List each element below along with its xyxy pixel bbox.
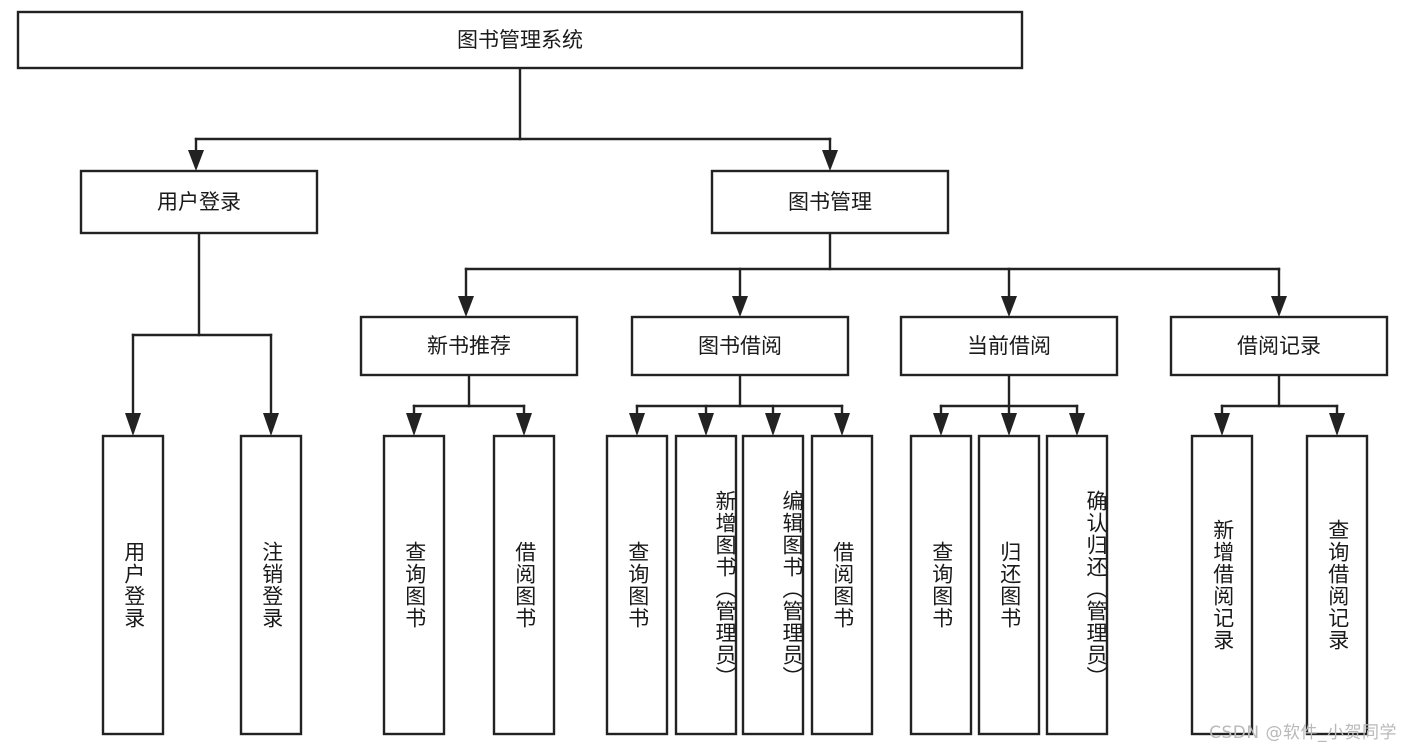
node-leaf-query-book-3[interactable] — [909, 434, 973, 736]
arrow-leaf-add-record — [1214, 413, 1230, 436]
arrow-current-borrow — [1001, 296, 1017, 317]
node-user-login-label: 用户登录 — [157, 190, 241, 214]
node-leaf-add-record[interactable] — [1190, 434, 1254, 736]
node-current-borrow-label: 当前借阅 — [967, 334, 1051, 358]
node-book-manage[interactable] — [710, 169, 950, 235]
node-book-borrow-label: 图书借阅 — [698, 334, 782, 358]
arrow-leaf-query-book-1 — [406, 413, 422, 436]
node-new-book-recommend-label: 新书推荐 — [427, 334, 511, 358]
arrow-leaf-borrow-book-2 — [834, 413, 850, 436]
arrow-book-borrow — [732, 296, 748, 317]
arrow-leaf-add-book — [698, 413, 714, 436]
node-leaf-return-book[interactable] — [977, 434, 1041, 736]
arrow-leaf-confirm-return — [1069, 413, 1085, 436]
arrow-leaf-user-login — [125, 413, 141, 436]
node-new-book-recommend[interactable] — [359, 315, 579, 377]
node-leaf-logout-login[interactable] — [239, 434, 303, 736]
node-layer: 图书管理系统 用户登录 图书管理 新书推荐 图书借阅 当前借阅 借阅记录 — [16, 10, 1389, 736]
node-leaf-borrow-book-1[interactable] — [492, 434, 556, 736]
node-borrow-record[interactable] — [1169, 315, 1389, 377]
arrow-leaf-borrow-book-1 — [516, 413, 532, 436]
node-book-manage-label: 图书管理 — [788, 190, 872, 214]
node-leaf-add-book[interactable] — [674, 434, 738, 736]
node-root[interactable] — [16, 10, 1024, 70]
node-leaf-query-book-1[interactable] — [382, 434, 446, 736]
node-leaf-borrow-book-2[interactable] — [810, 434, 874, 736]
node-leaf-user-login[interactable] — [101, 434, 165, 736]
node-user-login[interactable] — [79, 169, 319, 235]
node-leaf-edit-book[interactable] — [741, 434, 805, 736]
arrow-leaf-query-record — [1329, 413, 1345, 436]
connector-layer — [125, 66, 1345, 436]
arrow-user-login — [188, 150, 204, 171]
node-leaf-confirm-return[interactable] — [1045, 434, 1109, 736]
arrow-book-manage — [822, 150, 838, 171]
arrow-leaf-return-book — [1001, 413, 1017, 436]
arrow-leaf-edit-book — [765, 413, 781, 436]
node-leaf-query-book-2[interactable] — [605, 434, 669, 736]
arrow-leaf-logout-login — [263, 413, 279, 436]
node-book-borrow[interactable] — [630, 315, 850, 377]
arrow-leaf-query-book-3 — [933, 413, 949, 436]
node-current-borrow[interactable] — [899, 315, 1119, 377]
csdn-watermark: CSDN @软件_小贺同学 — [1209, 723, 1397, 743]
arrow-new-book-recommend — [458, 296, 474, 317]
node-leaf-query-record[interactable] — [1305, 434, 1369, 736]
arrow-borrow-record — [1271, 296, 1287, 317]
arrow-leaf-query-book-2 — [629, 413, 645, 436]
node-borrow-record-label: 借阅记录 — [1237, 334, 1321, 358]
node-root-label: 图书管理系统 — [457, 28, 583, 52]
